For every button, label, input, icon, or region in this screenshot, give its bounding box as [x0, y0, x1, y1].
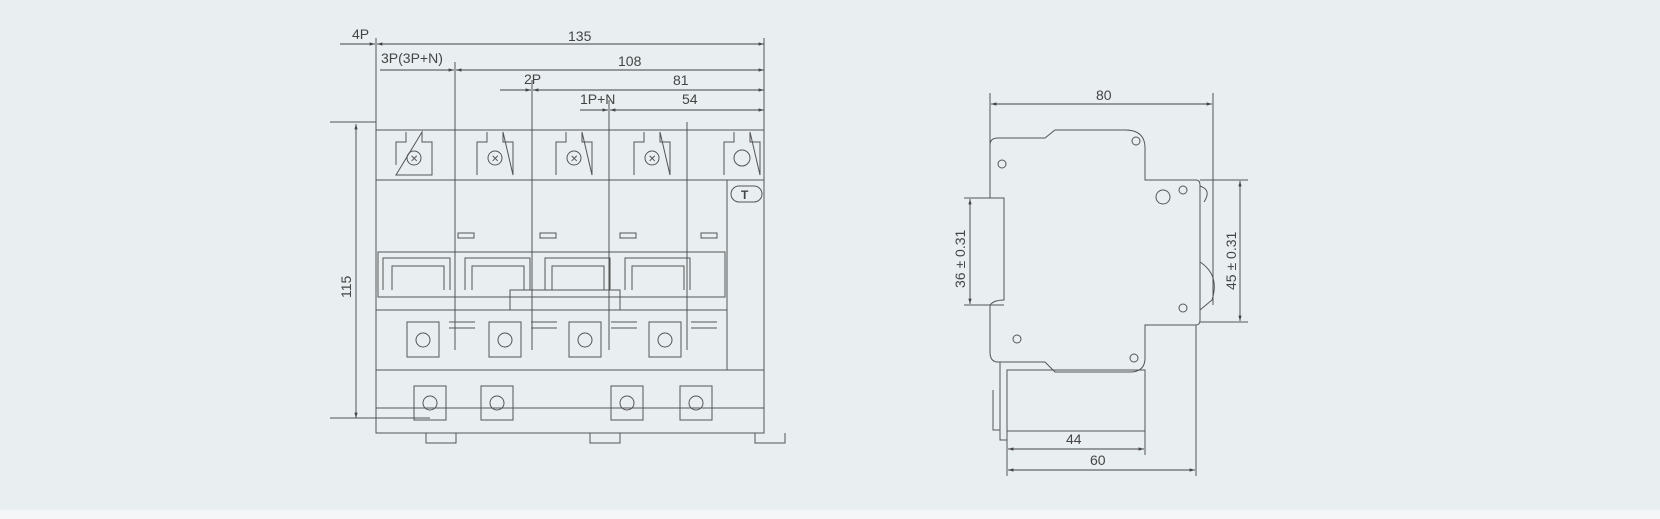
label-2p: 2P	[524, 71, 541, 87]
test-button-label: T	[741, 188, 749, 202]
dim-44: 44	[1066, 431, 1082, 447]
dim-54: 54	[682, 91, 698, 107]
dim-60: 60	[1090, 452, 1106, 468]
test-button	[730, 185, 763, 203]
dim-108: 108	[618, 53, 642, 69]
bottom-terminals	[413, 385, 713, 421]
top-terminals: ✕ ✕ ✕ ✕	[395, 130, 761, 176]
label-4p: 4P	[352, 26, 369, 42]
dim-80: 80	[1096, 87, 1112, 103]
middle-terminals	[406, 321, 717, 358]
handles	[377, 232, 726, 311]
dim-81: 81	[673, 72, 689, 88]
dim-36: 36 ± 0.31	[952, 230, 968, 288]
label-3p: 3P(3P+N)	[381, 50, 443, 66]
svg-text:✕: ✕	[648, 154, 656, 165]
label-1pn: 1P+N	[580, 91, 615, 107]
dim-45: 45 ± 0.31	[1223, 232, 1239, 290]
bottom-strip	[0, 510, 1660, 519]
svg-text:✕: ✕	[570, 154, 578, 165]
dim-135: 135	[568, 28, 592, 44]
svg-text:✕: ✕	[410, 154, 418, 165]
side-view: 80 36 ± 0.31 45 ± 0.31 44 60	[952, 87, 1248, 476]
svg-text:✕: ✕	[491, 154, 499, 165]
dim-115: 115	[338, 275, 354, 298]
front-view: 4P 135 3P(3P+N) 108 2P 81 1P+N 54 115 ✕ …	[330, 26, 786, 444]
